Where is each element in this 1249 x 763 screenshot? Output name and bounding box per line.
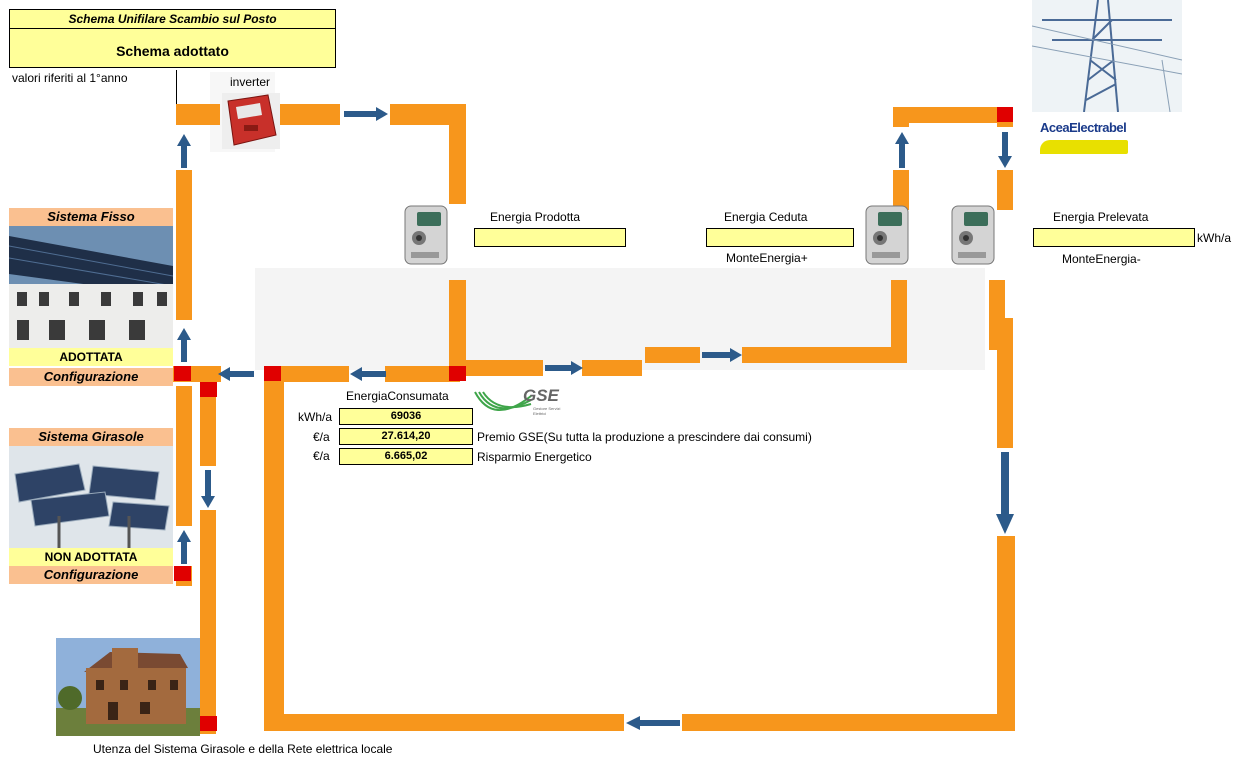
energia-prodotta-field (474, 228, 626, 247)
junction-node (449, 366, 466, 381)
inverter-label: inverter (230, 75, 271, 89)
energia-prelevata-label: Energia Prelevata (1053, 210, 1149, 224)
wire (176, 386, 192, 526)
junction-node (200, 382, 217, 397)
gse-logo-swoosh-icon (474, 391, 532, 412)
wire (463, 360, 543, 376)
wire (280, 104, 340, 125)
acea-logo: AceaElectrabel (1040, 118, 1130, 158)
wire (449, 280, 466, 380)
wire (682, 714, 1015, 731)
monte-energia-plus-label: MonteEnergia+ (726, 251, 808, 265)
farmhouse-image (56, 638, 200, 736)
arrow-left-icon (626, 716, 680, 730)
header-connector-line (176, 70, 177, 104)
arrow-up-icon (895, 132, 909, 168)
arrow-up-icon (177, 328, 191, 362)
arrow-down-icon (201, 470, 215, 508)
energia-consumata-label: EnergiaConsumata (346, 389, 449, 403)
wire (200, 382, 216, 466)
energy-meter-icon (404, 205, 448, 265)
arrow-left-icon (218, 367, 254, 381)
wire (264, 366, 349, 382)
sistema-fisso-config: Configurazione (9, 368, 173, 386)
junction-node (174, 366, 191, 381)
wire (997, 536, 1015, 731)
values-note: valori riferiti al 1°anno (12, 71, 128, 85)
wire (264, 366, 284, 731)
sistema-girasole-status: NON ADOTTATA (9, 548, 173, 566)
gse-logo: GSE Gestore Servizi Elettrici (473, 386, 573, 426)
diagram-subtitle: Schema adottato (116, 43, 229, 59)
wire (176, 170, 192, 320)
arrow-down-icon (998, 132, 1012, 168)
arrow-right-icon (702, 348, 742, 362)
consumption-unit: €/a (313, 430, 330, 444)
junction-node (200, 716, 217, 731)
energia-ceduta-field (706, 228, 854, 247)
arrow-right-icon (344, 107, 388, 121)
wire (997, 318, 1013, 448)
utenza-caption: Utenza del Sistema Girasole e della Rete… (93, 742, 393, 756)
wire (385, 366, 460, 382)
wire (997, 170, 1013, 210)
premio-gse-description: Premio GSE(Su tutta la produzione a pres… (477, 430, 812, 444)
arrow-right-icon (545, 361, 583, 375)
energia-prelevata-unit: kWh/a (1197, 231, 1232, 245)
sistema-fisso-status: ADOTTATA (9, 348, 173, 366)
wire (893, 107, 1013, 123)
wire (449, 104, 466, 204)
sistema-fisso-title: Sistema Fisso (9, 208, 173, 226)
risparmio-energetico-value: 6.665,02 (339, 448, 473, 465)
energia-prelevata-field (1033, 228, 1195, 247)
energia-consumata-value: 69036 (339, 408, 473, 425)
premio-gse-value: 27.614,20 (339, 428, 473, 445)
monte-energia-minus-label: MonteEnergia- (1062, 252, 1141, 266)
wire (264, 714, 624, 731)
power-pylon-icon (1032, 0, 1182, 112)
arrow-up-icon (177, 134, 191, 168)
sistema-girasole-config: Configurazione (9, 566, 173, 584)
energy-meter-icon (865, 205, 909, 265)
junction-node (264, 366, 281, 381)
acea-logo-swoosh (1040, 140, 1128, 154)
wire (390, 104, 466, 125)
wire (176, 104, 220, 125)
wire (200, 510, 216, 734)
junction-node (174, 566, 191, 581)
arrow-left-icon (350, 367, 386, 381)
arrow-down-icon (996, 452, 1014, 534)
gse-logo-subtext: Gestore Servizi Elettrici (533, 406, 561, 416)
inverter-icon (222, 93, 280, 149)
wire (582, 360, 642, 376)
wire (891, 280, 907, 363)
energia-prodotta-label: Energia Prodotta (490, 210, 581, 224)
acea-logo-text: AceaElectrabel (1040, 120, 1127, 135)
header-box: Schema Unifilare Scambio sul Posto Schem… (9, 9, 336, 68)
junction-node (997, 107, 1013, 122)
wire (645, 347, 700, 363)
risparmio-energetico-description: Risparmio Energetico (477, 450, 592, 464)
energy-meter-icon (951, 205, 995, 265)
wire (893, 170, 909, 210)
sunflower-tracker-image (9, 446, 173, 548)
diagram-title: Schema Unifilare Scambio sul Posto (10, 10, 335, 29)
wire (742, 347, 907, 363)
consumption-unit: €/a (313, 449, 330, 463)
fixed-solar-building-image (9, 226, 173, 348)
sistema-girasole-title: Sistema Girasole (9, 428, 173, 446)
gse-logo-text: GSE (523, 386, 559, 405)
energia-ceduta-label: Energia Ceduta (724, 210, 808, 224)
consumption-unit: kWh/a (298, 410, 333, 424)
arrow-up-icon (177, 530, 191, 564)
